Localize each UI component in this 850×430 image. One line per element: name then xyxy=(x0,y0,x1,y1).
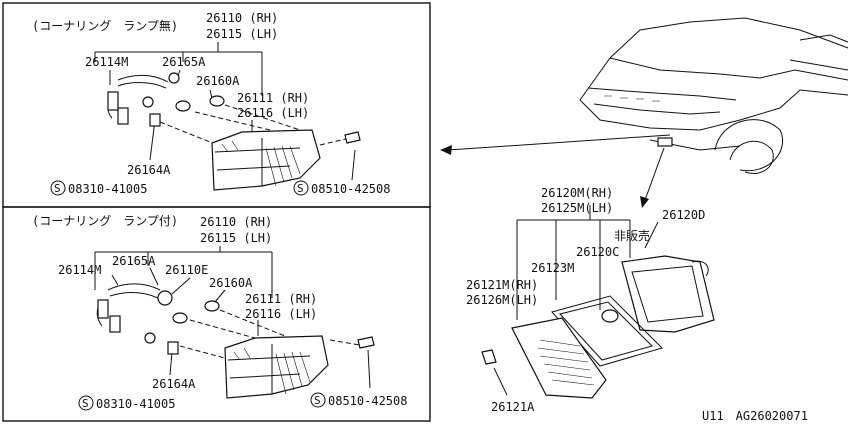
bottom-panel-frame xyxy=(2,206,431,422)
gasket-inner xyxy=(559,301,653,361)
housing-socket-icon xyxy=(691,260,709,277)
right-panel: 26120M(RH) 26125M(LH) 26120D 非販売 26120C … xyxy=(466,186,715,414)
car-wheel-icon xyxy=(729,140,774,174)
diagram-code: U11 AG26020071 xyxy=(702,409,808,423)
top-label-08510: 08510-42508 xyxy=(311,182,390,196)
car-wheel-arch xyxy=(714,119,784,172)
bottom-label-26115: 26115 (LH) xyxy=(200,231,272,245)
top-lamp-detail xyxy=(214,138,301,186)
top-panel: (コーナリング ランプ無) 26110 (RH) 26115 (LH) 2611… xyxy=(32,11,390,196)
car-roofline xyxy=(579,17,849,101)
bottom-clip-icon xyxy=(167,341,179,355)
top-screw-icon xyxy=(344,131,361,144)
top-heading: (コーナリング ランプ無) xyxy=(32,18,178,33)
right-label-26123m: 26123M xyxy=(531,261,574,275)
top-label-26165a: 26165A xyxy=(162,55,206,69)
top-socket-icon xyxy=(142,96,154,108)
bottom-lamp-detail xyxy=(227,344,311,394)
bottom-leader-lines xyxy=(111,267,371,389)
top-label-26116: 26116 (LH) xyxy=(237,106,309,120)
top-label-26110: 26110 (RH) xyxy=(206,11,278,25)
top-label-08310: 08310-41005 xyxy=(68,182,147,196)
bottom-lamp-hatch xyxy=(233,347,311,395)
car-lower-line xyxy=(593,103,721,115)
bottom-label-08510: 08510-42508 xyxy=(328,394,407,408)
top-connector-icon xyxy=(107,91,119,111)
bottom-socket-icon xyxy=(144,332,156,344)
car-bumper-line xyxy=(579,89,849,131)
screw-symbol-icon xyxy=(78,395,94,411)
right-label-26120m: 26120M(RH) xyxy=(541,186,613,200)
screw-symbol-label: S xyxy=(82,397,89,410)
bottom-bulb-e-icon xyxy=(157,290,173,306)
lens-icon xyxy=(511,317,607,399)
top-label-26160a: 26160A xyxy=(196,74,240,88)
right-label-26121m: 26121M(RH) xyxy=(466,278,538,292)
bottom-label-26110: 26110 (RH) xyxy=(200,215,272,229)
car-hood-line xyxy=(609,57,849,81)
lens-hatch xyxy=(537,339,595,386)
screw-symbol-icon xyxy=(50,180,66,196)
bottom-label-26110e: 26110E xyxy=(165,263,208,277)
car-grille-line xyxy=(587,87,737,101)
top-bulb-icon xyxy=(209,95,225,107)
screw-symbol-label: S xyxy=(314,394,321,407)
bottom-bulb-icon xyxy=(204,300,220,312)
bottom-heading: (コーナリング ランプ付) xyxy=(32,214,178,228)
top-clip-icon xyxy=(149,113,161,127)
bottom-bulb-icon xyxy=(172,312,188,324)
bottom-lamp-body-icon xyxy=(224,335,329,399)
arrow-to-front-lamp xyxy=(644,147,665,201)
screw-symbol-label: S xyxy=(54,182,61,195)
right-bracket-lines xyxy=(516,205,659,320)
bottom-bracket-lines xyxy=(94,246,273,298)
right-label-26125m: 26125M(LH) xyxy=(541,201,613,215)
housing-icon xyxy=(621,255,715,333)
arrow-head-left-icon xyxy=(440,145,452,155)
right-label-26121a: 26121A xyxy=(491,400,535,414)
lens-screw-icon xyxy=(481,349,497,365)
right-label-not-sold: 非販売 xyxy=(614,228,650,243)
screw-symbol-label: S xyxy=(297,182,304,195)
top-label-26111: 26111 (RH) xyxy=(237,91,309,105)
right-label-26120d: 26120D xyxy=(662,208,705,222)
bottom-label-26160a: 26160A xyxy=(209,276,253,290)
bottom-screw-icon xyxy=(357,336,375,349)
arrow-head-down-icon xyxy=(640,196,649,208)
screw-symbol-icon xyxy=(310,392,326,408)
right-label-26126m: 26126M(LH) xyxy=(466,293,538,307)
top-lamp-hatch xyxy=(221,140,301,187)
bottom-label-26165a: 26165A xyxy=(112,254,156,268)
bottom-connector-icon xyxy=(109,315,121,333)
bottom-panel: (コーナリング ランプ付) 26110 (RH) 26115 (LH) 2611… xyxy=(32,214,407,411)
top-bracket-lines xyxy=(94,42,263,96)
car-illustration xyxy=(579,17,849,174)
top-lamp-body-icon xyxy=(211,129,321,191)
arrow-to-rear-lamp xyxy=(447,134,671,151)
bottom-label-08310: 08310-41005 xyxy=(96,397,175,411)
top-label-26115: 26115 (LH) xyxy=(206,27,278,41)
right-label-26120c: 26120C xyxy=(576,245,619,259)
top-label-26114m: 26114M xyxy=(85,55,128,69)
bottom-label-26116: 26116 (LH) xyxy=(245,307,317,321)
bulb-icon xyxy=(601,309,619,323)
car-grille-slats xyxy=(604,95,660,102)
car-windshield-line xyxy=(789,34,849,71)
screw-symbol-icon xyxy=(293,180,309,196)
top-socket-icon xyxy=(168,72,180,84)
car-marker-lamp-icon xyxy=(657,137,673,147)
housing-inner xyxy=(631,265,704,323)
right-leader-screw xyxy=(493,367,508,396)
bottom-assembly-lines xyxy=(179,309,361,361)
bottom-label-26164a: 26164A xyxy=(152,377,196,391)
bottom-label-26111: 26111 (RH) xyxy=(245,292,317,306)
top-bulb-icon xyxy=(175,100,191,112)
bottom-connector-icon xyxy=(97,299,109,319)
top-connector-icon xyxy=(117,107,129,125)
bottom-label-26114m: 26114M xyxy=(58,263,101,277)
top-label-26164a: 26164A xyxy=(127,163,171,177)
